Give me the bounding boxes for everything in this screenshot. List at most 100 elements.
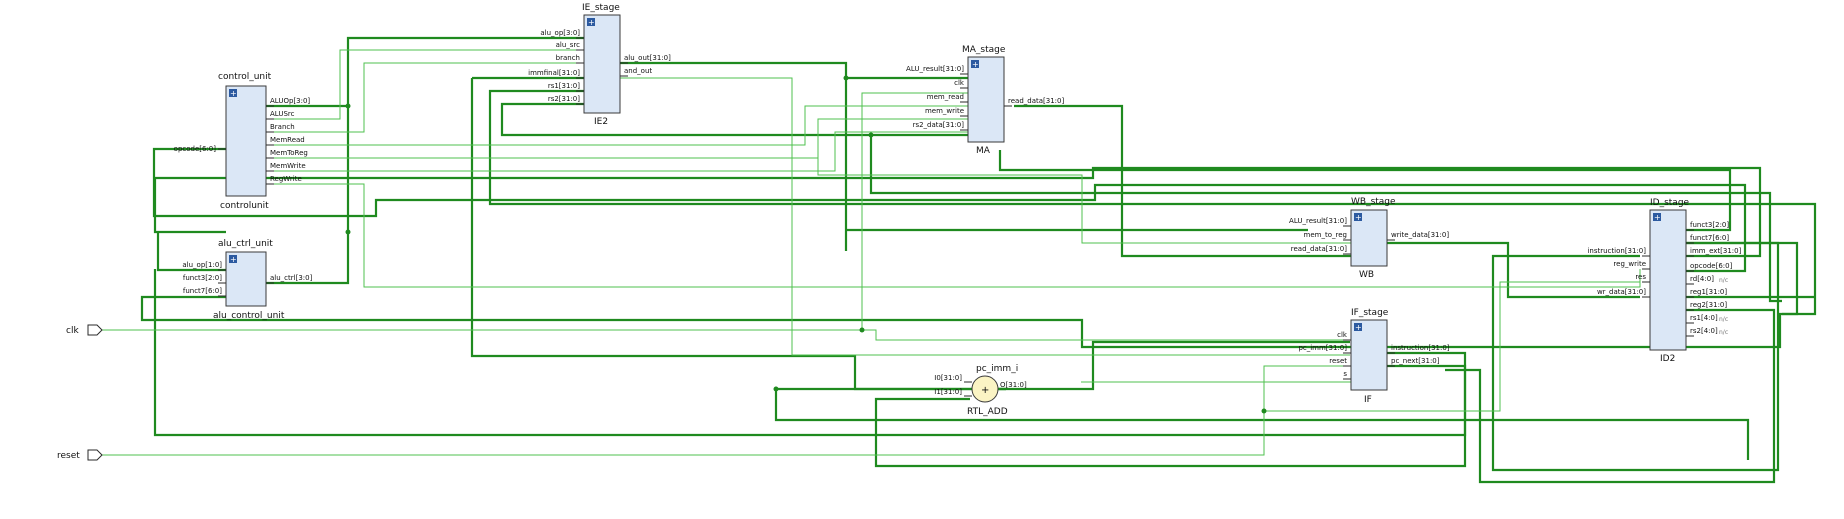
block-cell-name: RTL_ADD xyxy=(967,407,1008,417)
port-label: opcode[6:0] xyxy=(174,145,217,153)
block-if-stage[interactable]: IF_stage + clk pc_imm[31:0] reset s inst… xyxy=(1298,308,1449,405)
plus-glyph: + xyxy=(230,89,237,98)
block-id-stage[interactable]: ID_stage + instruction[31:0] reg_write r… xyxy=(1587,198,1741,364)
block-cell-name: WB xyxy=(1359,270,1374,280)
port-label: ALUSrc xyxy=(270,110,295,118)
wire-rs2[interactable] xyxy=(500,102,990,137)
wire-rs2data[interactable] xyxy=(869,135,1782,303)
port-label: funct3[2:0] xyxy=(1690,221,1729,229)
block-pc-imm-adder[interactable]: pc_imm_i + I0[31:0] I1[31:0] O[31:0] RTL… xyxy=(934,364,1027,417)
port-reset[interactable]: reset xyxy=(57,449,103,461)
block-instance-name: IF_stage xyxy=(1351,308,1389,318)
block-control-unit[interactable]: control_unit + opcode[6:0] ALUOp[3:0] AL… xyxy=(174,72,311,211)
block-wb-stage[interactable]: WB_stage + ALU_result[31:0] mem_to_reg r… xyxy=(1289,197,1449,280)
expand-icon[interactable] xyxy=(1653,213,1661,221)
wire-pcimm[interactable] xyxy=(774,387,1750,460)
wire-reset[interactable] xyxy=(102,281,1640,456)
wires xyxy=(102,36,1817,484)
port-label: alu_ctrl[3:0] xyxy=(270,274,313,282)
port-label: pc_imm[31:0] xyxy=(1298,344,1347,352)
port-clk-label: clk xyxy=(66,326,79,336)
port-label: alu_out[31:0] xyxy=(624,54,671,62)
port-label: mem_read xyxy=(927,93,964,101)
wire-writedata[interactable] xyxy=(1379,241,1640,299)
wire-pcnext[interactable] xyxy=(153,269,1467,437)
port-label: instruction[31:0] xyxy=(1391,344,1450,352)
port-label: rd[4:0] xyxy=(1690,275,1714,283)
wire-readdata[interactable] xyxy=(1014,104,1351,258)
block-instance-name: WB_stage xyxy=(1351,197,1396,207)
block-ie-stage[interactable]: IE_stage + alu_op[3:0] alu_src branch im… xyxy=(528,3,671,127)
port-label: ALUOp[3:0] xyxy=(270,97,310,105)
wire-immext[interactable] xyxy=(153,166,1762,258)
port-reset-label: reset xyxy=(57,451,80,461)
wire-memtoreg[interactable] xyxy=(226,118,1351,244)
wire-rs1[interactable] xyxy=(488,89,1817,316)
wire-alusrc[interactable] xyxy=(226,49,584,120)
wire-reg2[interactable] xyxy=(1445,308,1776,484)
plus-glyph: + xyxy=(972,60,979,69)
port-label: rs2[31:0] xyxy=(548,95,580,103)
port-label: imm_ext[31:0] xyxy=(1690,247,1742,255)
net-junction xyxy=(345,103,351,109)
wire-memread[interactable] xyxy=(226,105,989,146)
port-label: res xyxy=(1635,273,1646,281)
block-cell-name: MA xyxy=(976,146,991,156)
block-instance-name: IE_stage xyxy=(582,3,620,13)
port-label: rs2[4:0] xyxy=(1690,327,1718,335)
wire-add-out[interactable] xyxy=(998,340,1350,391)
block-ma-stage[interactable]: MA_stage + ALU_result[31:0] clk mem_read… xyxy=(906,45,1064,156)
wire-instruction[interactable] xyxy=(874,351,1467,468)
wire-funct7[interactable] xyxy=(140,241,1799,349)
port-label: O[31:0] xyxy=(1000,381,1027,389)
port-label: pc_next[31:0] xyxy=(1391,357,1440,365)
port-label: and_out xyxy=(624,67,652,75)
port-label: read_data[31:0] xyxy=(1008,97,1064,105)
input-port-icon xyxy=(87,449,103,461)
expand-icon[interactable] xyxy=(1354,323,1362,331)
port-clk[interactable]: clk xyxy=(66,324,103,336)
block-cell-name: IE2 xyxy=(594,117,608,127)
wire-memwrite[interactable] xyxy=(226,131,989,172)
port-label: reg_write xyxy=(1613,260,1646,268)
port-label: branch xyxy=(556,54,580,62)
net-junction xyxy=(859,327,865,333)
adder-symbol xyxy=(971,375,999,403)
expand-icon[interactable] xyxy=(229,255,237,263)
port-label: reg1[31:0] xyxy=(1690,288,1727,296)
port-label: ALU_result[31:0] xyxy=(1289,217,1347,225)
port-label: RegWrite xyxy=(270,175,302,183)
port-label: ALU_result[31:0] xyxy=(906,65,964,73)
wire-branch[interactable] xyxy=(226,62,584,133)
wire-aluop[interactable] xyxy=(226,36,584,108)
wire-funct3[interactable] xyxy=(998,150,1732,232)
wire-aluout[interactable] xyxy=(613,61,1308,251)
block-cell-name: IF xyxy=(1364,395,1372,405)
expand-icon[interactable] xyxy=(1354,213,1362,221)
plus-glyph: + xyxy=(1654,213,1661,222)
expand-icon[interactable] xyxy=(587,18,595,26)
port-label: instruction[31:0] xyxy=(1587,247,1646,255)
port-label: rs2_data[31:0] xyxy=(913,121,965,129)
block-instance-name: ID_stage xyxy=(1650,198,1690,208)
block-instance-name: MA_stage xyxy=(962,45,1006,55)
port-label: funct3[2:0] xyxy=(183,274,222,282)
input-port-icon xyxy=(87,324,103,336)
wire-andout[interactable] xyxy=(613,77,1350,356)
adder-plus-icon: + xyxy=(981,385,989,396)
port-label: Branch xyxy=(270,123,295,131)
expand-icon[interactable] xyxy=(971,60,979,68)
port-label: MemWrite xyxy=(270,162,306,170)
wire-alu-op-ctrl[interactable] xyxy=(156,232,226,272)
wire-instr-id[interactable] xyxy=(1491,241,1780,472)
port-label: read_data[31:0] xyxy=(1291,245,1347,253)
block-instance-name: pc_imm_i xyxy=(976,364,1018,374)
block-instance-name: alu_ctrl_unit xyxy=(218,239,273,249)
no-connect-label: n/c xyxy=(1719,316,1728,323)
port-label: rs1[4:0] xyxy=(1690,314,1718,322)
port-label: reg2[31:0] xyxy=(1690,301,1727,309)
wire-regwrite[interactable] xyxy=(226,183,1641,288)
expand-icon[interactable] xyxy=(229,89,237,97)
net-junction xyxy=(773,386,779,392)
block-alu-ctrl-unit[interactable]: alu_ctrl_unit + alu_op[1:0] funct3[2:0] … xyxy=(182,239,312,321)
